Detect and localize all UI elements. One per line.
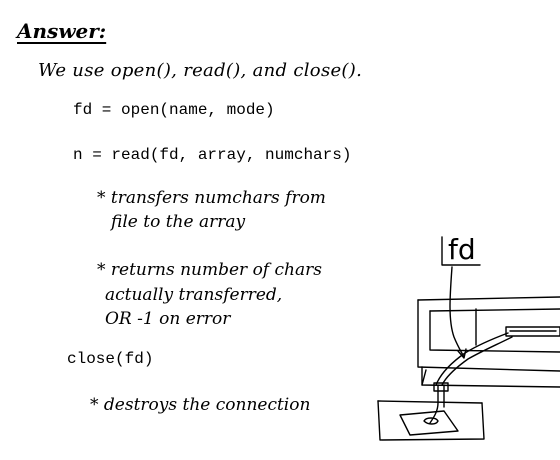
device-sketch <box>417 296 560 388</box>
returns-note-line1: * returns number of chars <box>97 260 322 280</box>
fd-connection-sketch: fd <box>377 233 560 441</box>
transfers-note-line2: file to the array <box>111 212 246 232</box>
file-sketch <box>377 400 485 441</box>
returns-note-line3: OR -1 on error <box>105 309 231 329</box>
fd-label-box <box>441 236 481 266</box>
close-call-code: close(fd) <box>67 350 154 368</box>
connection-wire <box>435 332 509 386</box>
transfers-note-line1: * transfers numchars from <box>97 188 326 208</box>
returns-note-line2: actually transferred, <box>105 285 283 305</box>
intro-text: We use open(), read(), and close(). <box>38 60 363 81</box>
destroys-note: * destroys the connection <box>90 395 311 415</box>
open-call-code: fd = open(name, mode) <box>73 101 275 119</box>
answer-heading: Answer: <box>17 19 107 43</box>
read-call-code: n = read(fd, array, numchars) <box>73 146 352 164</box>
fd-pointer-arrow <box>449 266 465 358</box>
fd-sketch-label: fd <box>448 233 476 266</box>
